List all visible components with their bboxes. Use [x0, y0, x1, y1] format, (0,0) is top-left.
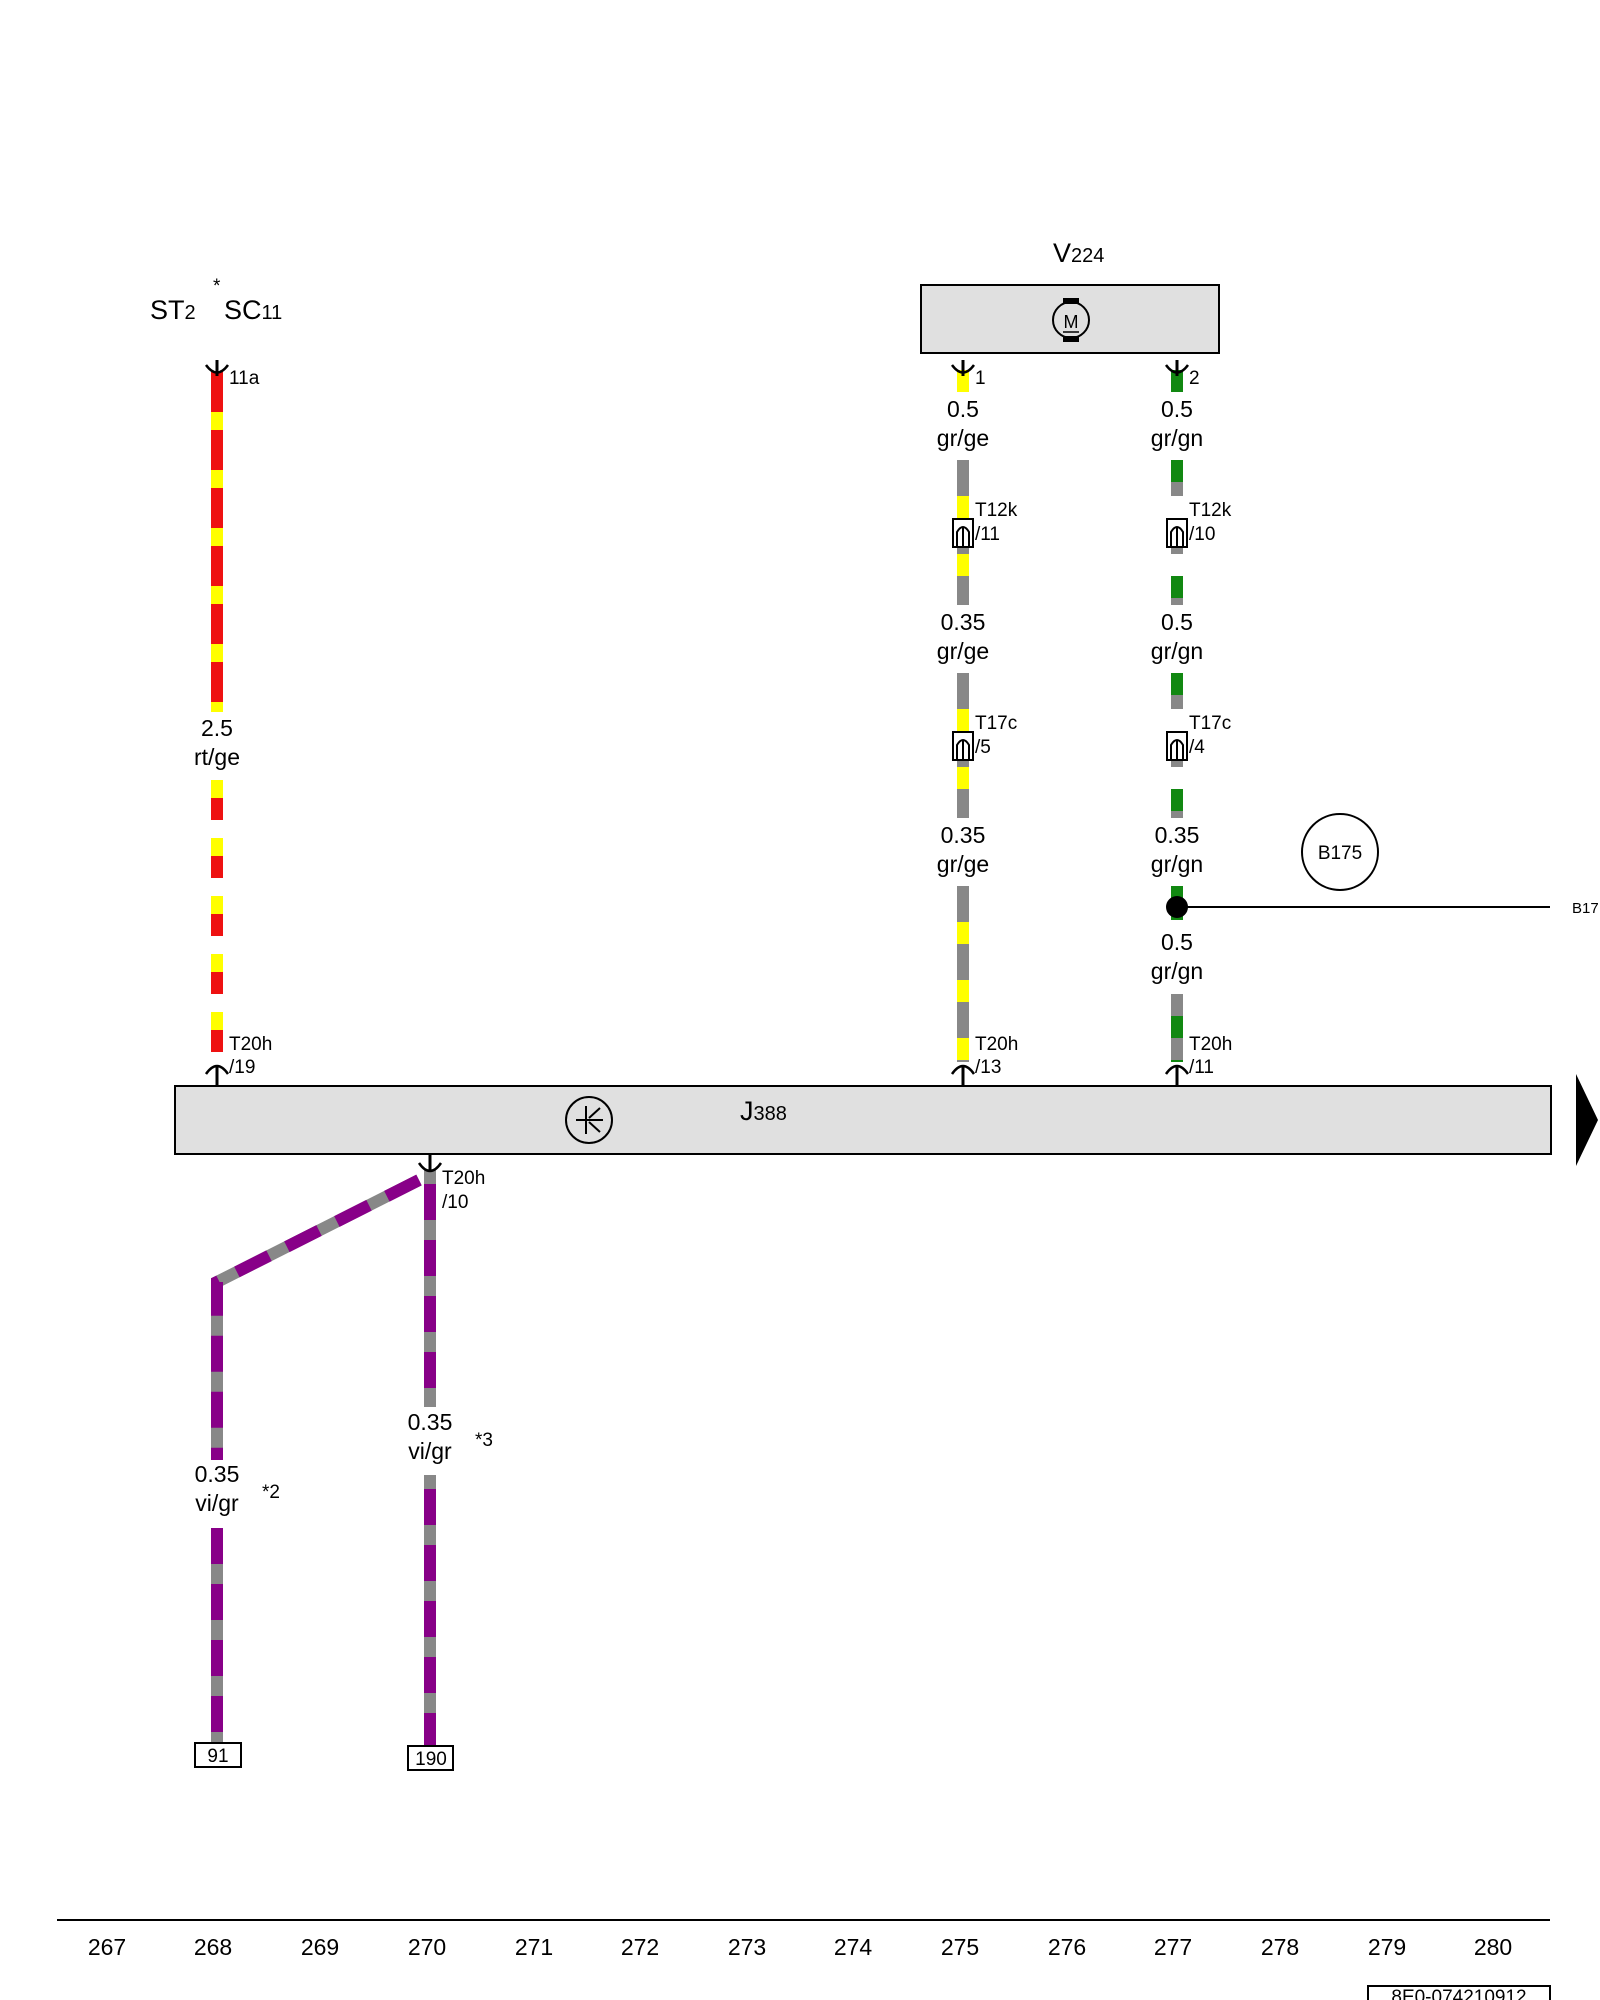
conn-t20h-10-name: T20h	[442, 1168, 485, 1189]
wire-labels: 2.5 rt/ge 0.5 gr/ge 0.35 gr/ge 0.35 gr/g…	[194, 396, 1203, 1516]
axis-numbers: 267 268 269 270 271 272 273 274 275 276 …	[88, 1934, 1512, 1960]
wire-label-277a-color: gr/gn	[1151, 425, 1203, 451]
conn-t20h-19-pin: /19	[229, 1057, 255, 1078]
wire-label-275a-color: gr/ge	[937, 425, 989, 451]
ref-91-label: 91	[207, 1746, 228, 1767]
pin-stems	[215, 360, 1179, 1172]
reference-labels: 91 190	[207, 1746, 446, 1770]
connector-t17c-4-icon	[1166, 731, 1188, 761]
axis-number: 272	[621, 1934, 659, 1960]
conn-t20h-19-name: T20h	[229, 1034, 272, 1055]
wire-268-vigr-upper-tracer	[211, 1174, 422, 1460]
label-st2: ST2	[150, 295, 196, 325]
svg-text:M: M	[1064, 312, 1079, 332]
inline-connectors	[952, 518, 1188, 761]
control-unit-icon	[565, 1096, 613, 1144]
axis-number: 268	[194, 1934, 232, 1960]
conn-t17c-5-pin: /5	[975, 737, 991, 758]
wire-label-268b-note: *2	[262, 1482, 280, 1503]
ref-190-label: 190	[415, 1749, 447, 1770]
pin-label-v224-2: 2	[1189, 368, 1200, 389]
conn-t20h-11-pin: /11	[1189, 1057, 1214, 1078]
wire-label-270-size: 0.35	[408, 1409, 453, 1435]
wire-label-277a-size: 0.5	[1161, 396, 1193, 422]
label-b175-circle: B175	[1318, 843, 1362, 864]
b175-circle	[1301, 813, 1379, 891]
axis-number: 277	[1154, 1934, 1192, 1960]
wire-label-270-note: *3	[475, 1430, 493, 1451]
connector-labels: T12k /11 T12k /10 T17c /5 T17c /4 T20h /…	[229, 500, 1232, 1213]
conn-t12k-11-name: T12k	[975, 500, 1018, 521]
conn-t20h-13-pin: /13	[975, 1057, 1001, 1078]
wire-label-270-color: vi/gr	[408, 1438, 452, 1464]
wire-label-275b-color: gr/ge	[937, 638, 989, 664]
j388-module	[174, 1074, 1598, 1166]
component-labels: ST2 * SC11 V224 J388 B175 B17	[150, 238, 1599, 1126]
wire-label-268b-color: vi/gr	[195, 1490, 239, 1516]
footer-code-box	[1367, 1985, 1551, 2000]
axis-number: 278	[1261, 1934, 1299, 1960]
wire-label-275a-size: 0.5	[947, 396, 979, 422]
footer-code: 8E0-074210912	[1391, 1987, 1526, 2000]
axis-number: 276	[1048, 1934, 1086, 1960]
conn-t12k-10-pin: /10	[1189, 524, 1215, 545]
axis-number: 271	[515, 1934, 553, 1960]
axis-number: 267	[88, 1934, 126, 1960]
wire-label-268-color: rt/ge	[194, 744, 240, 770]
wire-label-277d-size: 0.5	[1161, 929, 1193, 955]
continuation-arrow-icon	[1576, 1074, 1598, 1166]
pin-label-11a: 11a	[229, 368, 260, 389]
wire-label-268b-size: 0.35	[195, 1461, 240, 1487]
axis-number: 273	[728, 1934, 766, 1960]
wires-layer	[211, 370, 1550, 1746]
connector-t17c-5-icon	[952, 731, 974, 761]
axis-number: 279	[1368, 1934, 1406, 1960]
label-j388: J388	[740, 1096, 787, 1126]
wire-268-vigr-upper	[211, 1174, 422, 1460]
wire-label-268-size: 2.5	[201, 715, 233, 741]
conn-t17c-5-name: T17c	[975, 713, 1017, 734]
conn-t12k-10-name: T12k	[1189, 500, 1232, 521]
pin-symbols	[204, 364, 1190, 1173]
axis-number: 270	[408, 1934, 446, 1960]
v224-motor: M	[920, 284, 1220, 354]
ref-190-box	[407, 1745, 454, 1771]
axis-number: 275	[941, 1934, 979, 1960]
label-sc11: SC11	[224, 295, 282, 325]
wire-label-277c-size: 0.35	[1155, 822, 1200, 848]
ref-91-box	[194, 1742, 242, 1768]
conn-t12k-11-pin: /11	[975, 524, 1000, 545]
label-b175-right: B17	[1572, 900, 1599, 917]
j388-box	[174, 1085, 1552, 1155]
wire-label-275c-size: 0.35	[941, 822, 986, 848]
pin-labels: 11a 1 2	[229, 368, 1200, 389]
conn-t20h-10-pin: /10	[442, 1192, 468, 1213]
conn-t17c-4-name: T17c	[1189, 713, 1231, 734]
axis-number: 280	[1474, 1934, 1512, 1960]
conn-t20h-13-name: T20h	[975, 1034, 1018, 1055]
wire-label-275c-color: gr/ge	[937, 851, 989, 877]
wire-label-277c-color: gr/gn	[1151, 851, 1203, 877]
conn-t20h-11-name: T20h	[1189, 1034, 1232, 1055]
pin-label-v224-1: 1	[975, 368, 986, 389]
label-sc11-star: *	[213, 276, 221, 297]
b175-junction-dot	[1166, 896, 1188, 918]
wire-label-277b-color: gr/gn	[1151, 638, 1203, 664]
connector-t12k-11-icon	[952, 518, 974, 548]
motor-icon: M	[1052, 298, 1090, 342]
wire-label-275b-size: 0.35	[941, 609, 986, 635]
axis-number: 269	[301, 1934, 339, 1960]
conn-t17c-4-pin: /4	[1189, 737, 1205, 758]
wire-label-277d-color: gr/gn	[1151, 958, 1203, 984]
wire-label-277b-size: 0.5	[1161, 609, 1193, 635]
axis-number: 274	[834, 1934, 873, 1960]
label-v224: V224	[1053, 238, 1104, 268]
connector-t12k-10-icon	[1166, 518, 1188, 548]
